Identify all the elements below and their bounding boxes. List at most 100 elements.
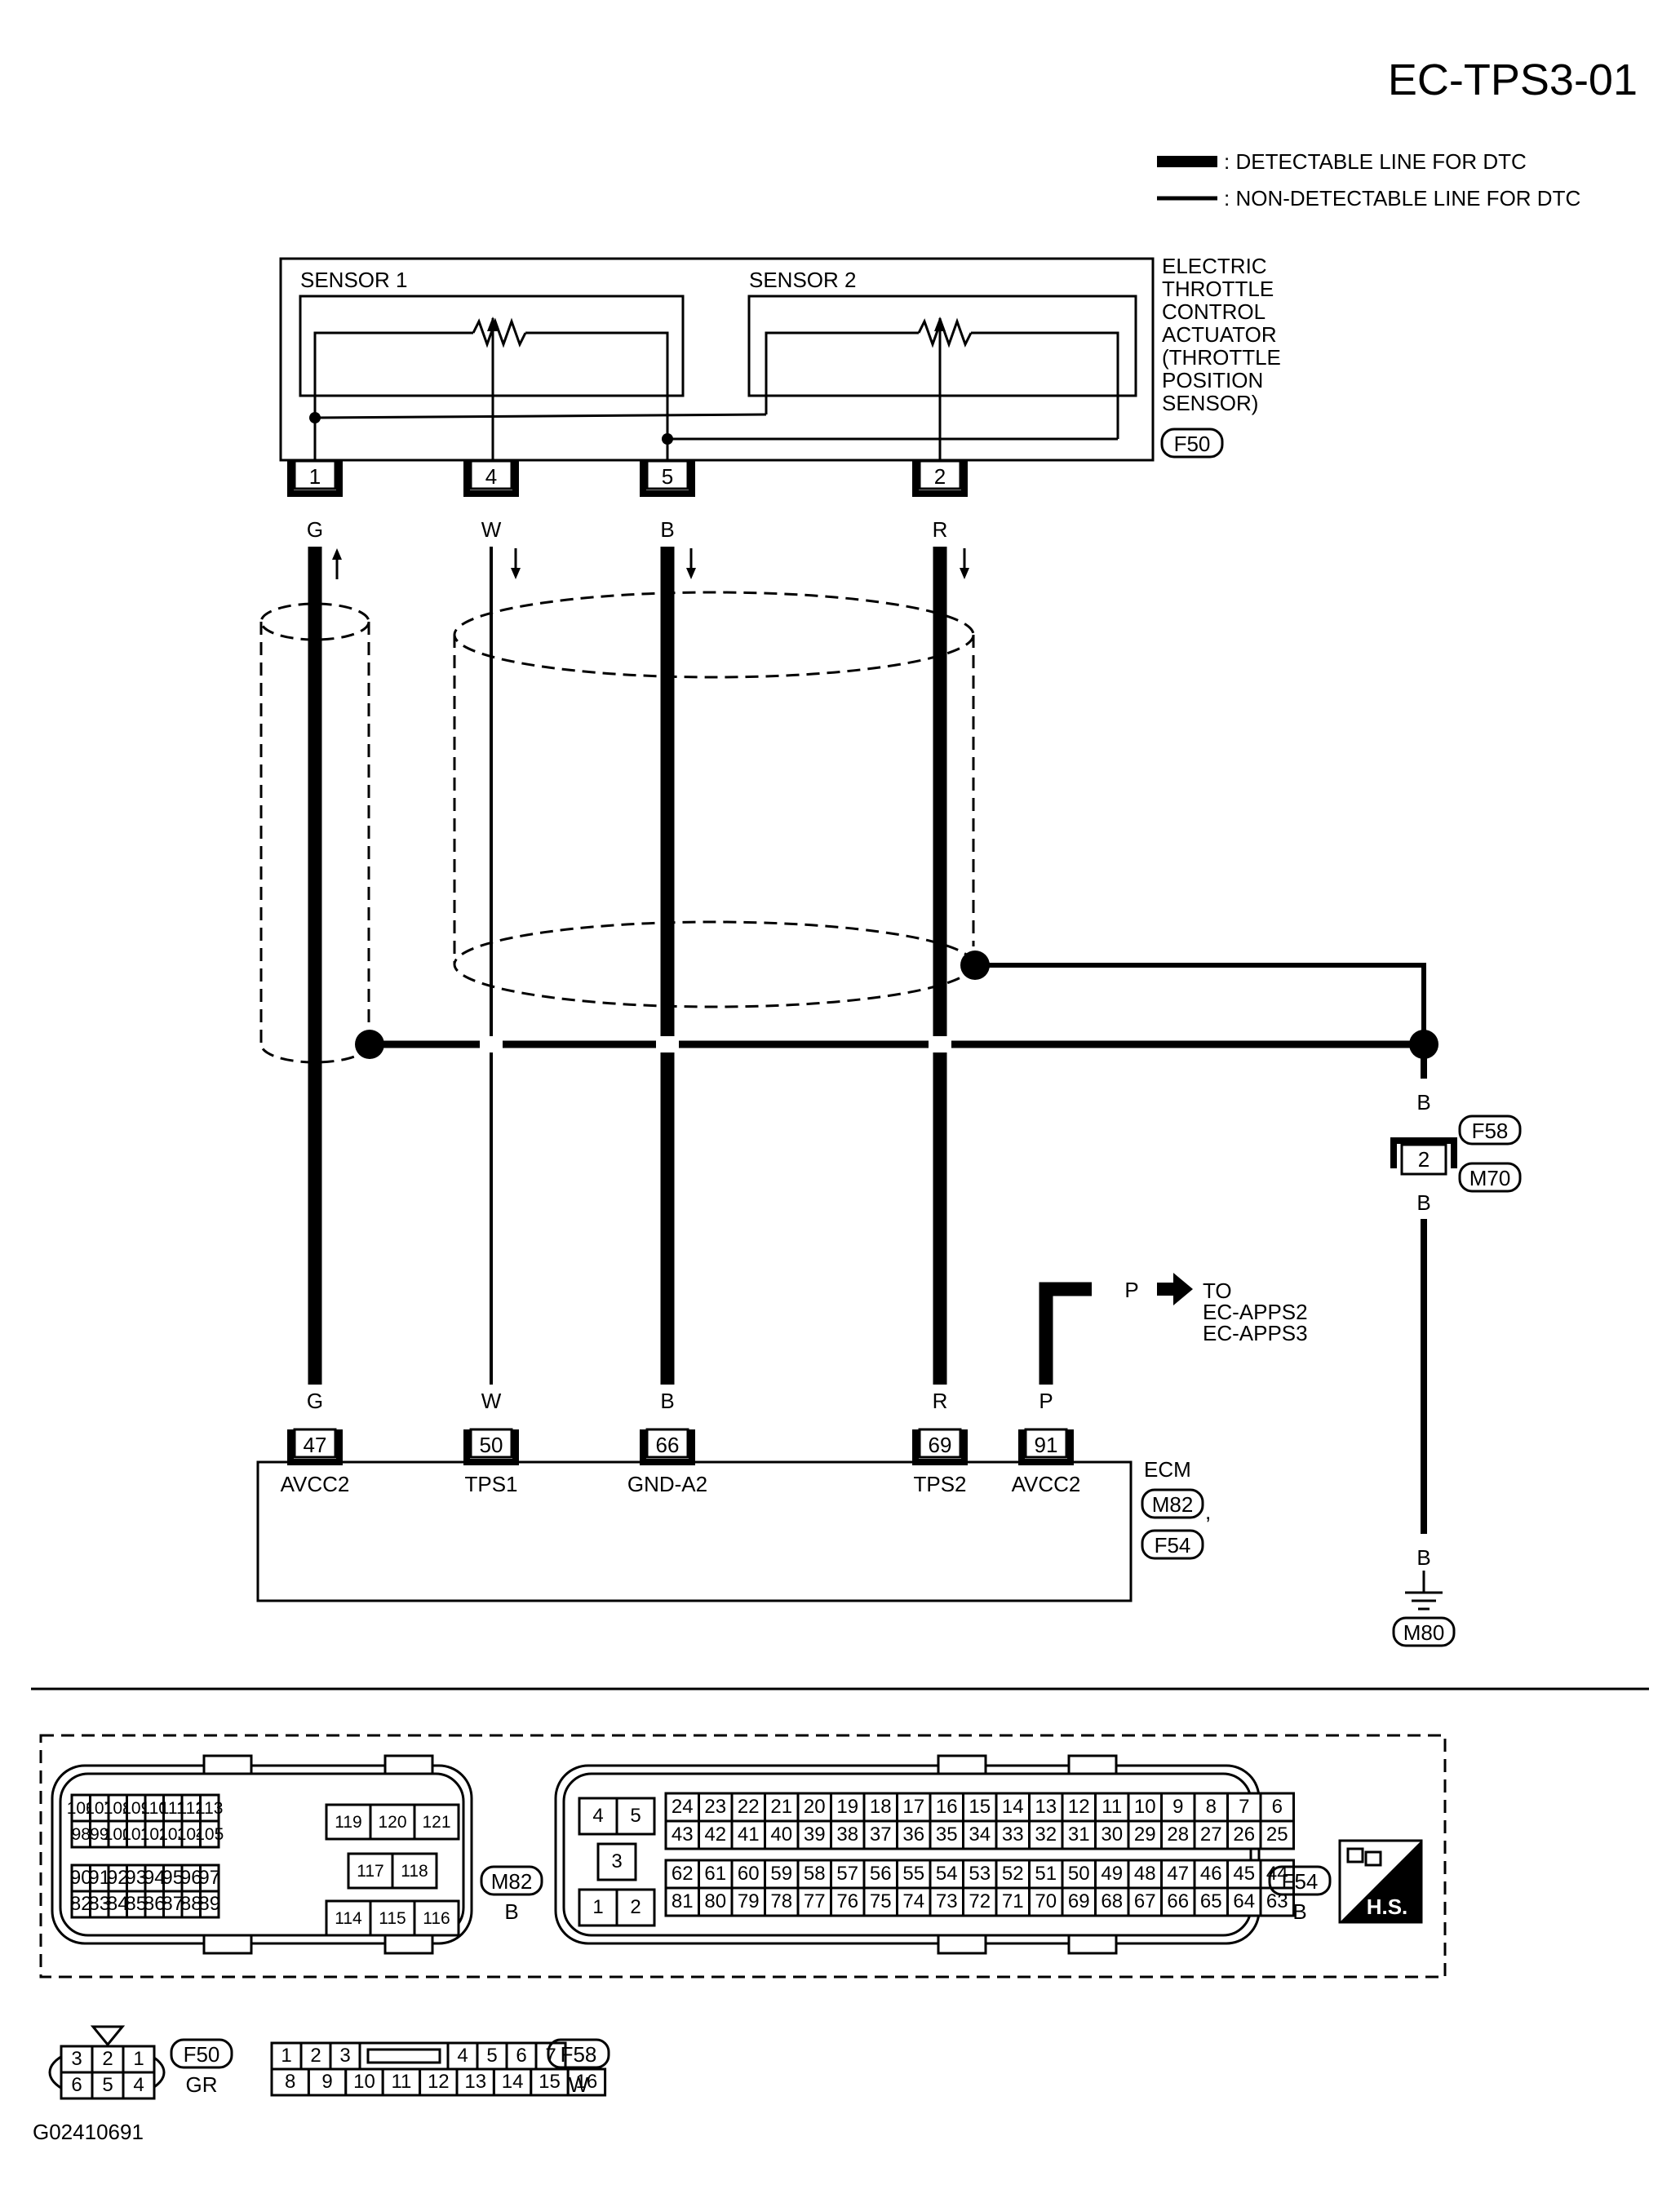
connector-cell	[995, 1886, 1031, 1917]
actuator-name-line: SENSOR)	[1162, 391, 1258, 415]
legend-detectable: : DETECTABLE LINE FOR DTC	[1224, 149, 1527, 174]
connector-cell	[60, 2071, 94, 2100]
connector-cell-number: 31	[1068, 1824, 1090, 1846]
figure-code: G02410691	[33, 2120, 144, 2144]
ecm-signal-name: TPS1	[464, 1472, 517, 1496]
f58-view-label: F58	[561, 2042, 597, 2067]
connector-cell-number: 9	[1172, 1796, 1183, 1818]
connector-cell	[347, 1852, 394, 1890]
actuator-name-line: ACTUATOR	[1162, 322, 1277, 347]
m82-view-color: B	[504, 1899, 518, 1924]
actuator-pin-2	[918, 459, 962, 490]
svg-text:B: B	[1416, 1190, 1430, 1215]
connector-cell-number: 61	[704, 1863, 726, 1885]
connector-cell-number: 53	[969, 1863, 991, 1885]
connector-cell-number: 54	[936, 1863, 958, 1885]
connector-cell-number: 8	[285, 2071, 295, 2093]
connector-cell-number: 115	[379, 1909, 406, 1928]
connector-cell-number: 77	[804, 1890, 826, 1912]
connector-cell-number: 6	[1272, 1796, 1283, 1818]
connector-cell-number: 70	[1035, 1890, 1057, 1912]
actuator-pin-5-number: 5	[662, 464, 673, 489]
ecm-signal-name: AVCC2	[281, 1472, 350, 1496]
connector-cell-number: 60	[738, 1863, 760, 1885]
connector-cell-number: 55	[902, 1863, 924, 1885]
connector-cell-number: 12	[428, 2071, 450, 2093]
ecm-signal-name: TPS2	[913, 1472, 966, 1496]
connector-cell	[830, 1792, 866, 1823]
connector-cell-number: 1	[133, 2048, 144, 2070]
ecm-pin-50-number: 50	[480, 1433, 503, 1457]
connector-cell-number: 114	[335, 1909, 362, 1928]
connector-cell	[664, 1886, 700, 1917]
connector-cell-number: 101	[122, 1825, 150, 1844]
connector-cell-number: 116	[423, 1909, 450, 1928]
connector-cell-number: 108	[104, 1799, 132, 1818]
connector-cell-number: 58	[804, 1863, 826, 1885]
connector-cell	[962, 1886, 998, 1917]
connector-cell-number: 64	[1233, 1890, 1255, 1912]
connector-cell	[796, 1859, 832, 1890]
connector-cell-number: 45	[1233, 1863, 1255, 1885]
connector-cell-number: 47	[1167, 1863, 1189, 1885]
connector-cell-number: 94	[144, 1867, 166, 1889]
connector-cell-number: 79	[738, 1890, 760, 1912]
ecm-pin-91	[1024, 1428, 1068, 1459]
connector-cell-number: 22	[738, 1796, 760, 1818]
connector-cell-number: 4	[457, 2045, 468, 2067]
connector-cell-number: 3	[71, 2048, 82, 2070]
connector-cell-number: 2	[102, 2048, 113, 2070]
ecm-pin-47-number: 47	[304, 1433, 327, 1457]
connector-cell	[1226, 1819, 1262, 1850]
svg-text:B: B	[1416, 1090, 1430, 1115]
actuator-name-line: THROTTLE	[1162, 277, 1274, 301]
connector-cell	[391, 1852, 438, 1890]
connector-cell-number: 15	[539, 2071, 561, 2093]
svg-text:P: P	[1124, 1278, 1138, 1302]
connector-cell	[1193, 1886, 1229, 1917]
connector-cell	[1028, 1886, 1064, 1917]
connector-cell-number: 20	[804, 1796, 826, 1818]
connector-cell	[1259, 1859, 1295, 1890]
ecm-pin-91-number: 91	[1035, 1433, 1058, 1457]
connector-cell	[1127, 1886, 1163, 1917]
connector-cell-number: 76	[836, 1890, 858, 1912]
connector-cell-number: 51	[1035, 1863, 1057, 1885]
connector-cell	[698, 1819, 734, 1850]
ecm-wire-color: P	[1039, 1389, 1053, 1413]
connector-cell	[344, 2067, 384, 2097]
offpage-wire: P TO EC-APPS2 EC-APPS3	[1039, 1273, 1308, 1385]
actuator-name-line: CONTROL	[1162, 299, 1266, 324]
connector-cell	[455, 2067, 495, 2097]
connector-cell-number: 62	[672, 1863, 694, 1885]
connector-cell-number: 5	[630, 1805, 641, 1827]
connector-cell-number: 21	[770, 1796, 792, 1818]
connector-cell	[270, 2067, 310, 2097]
connector-cell-number: 56	[870, 1863, 892, 1885]
connector-cell-number: 23	[704, 1796, 726, 1818]
ground-path: B 2 F58 M70 B B M80	[1390, 1044, 1522, 1647]
connector-cell	[369, 1803, 416, 1841]
connector-cell-number: 1	[281, 2045, 291, 2067]
connector-cell-number: 3	[611, 1850, 622, 1872]
ecm-pin-69	[918, 1428, 962, 1459]
shield-drain-line-2	[975, 963, 1426, 1044]
connector-cell-number: 82	[70, 1893, 92, 1915]
connector-cell-number: 29	[1134, 1824, 1156, 1846]
connector-cell	[730, 1819, 766, 1850]
connector-cell-number: 16	[936, 1796, 958, 1818]
connector-cell-number: 87	[162, 1893, 184, 1915]
f50-connector-badge	[1160, 428, 1224, 459]
connector-cell-number: 5	[486, 2045, 497, 2067]
connector-cell-number: 81	[672, 1890, 694, 1912]
connector-cell-number: 89	[198, 1893, 220, 1915]
connector-cell-number: 119	[335, 1813, 361, 1832]
connector-cell-number: 34	[969, 1824, 991, 1846]
connector-cell-number: 96	[180, 1867, 202, 1889]
connector-cell-number: 49	[1101, 1863, 1123, 1885]
f58-connector-label: F58	[1472, 1119, 1509, 1143]
connector-cell-number: 113	[196, 1799, 223, 1818]
connector-cell	[413, 1803, 460, 1841]
connector-cell-number: 40	[770, 1824, 792, 1846]
